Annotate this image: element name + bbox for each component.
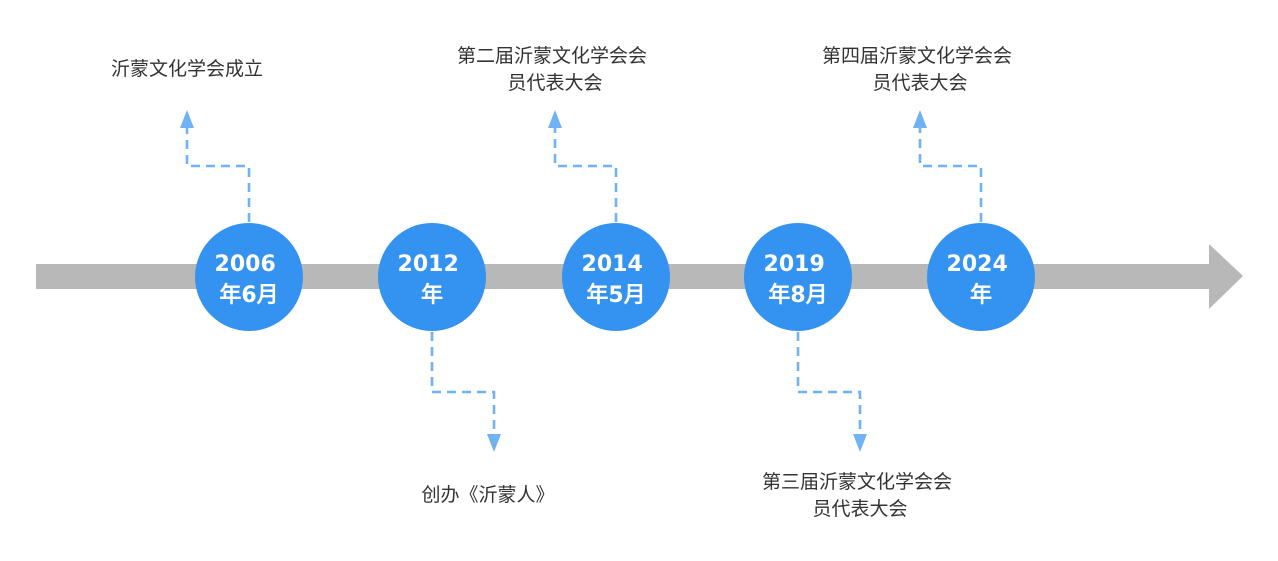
- connector-arrow: [853, 434, 867, 452]
- event-description: 第四届沂蒙文化学会会 员代表大会: [822, 45, 1018, 94]
- event-description: 第三届沂蒙文化学会会 员代表大会: [762, 471, 958, 520]
- date-label: 2006 年6月: [215, 252, 284, 308]
- event-description: 创办《沂蒙人》: [421, 484, 554, 506]
- timeline-event: 2024 年 第四届沂蒙文化学会会 员代表大会: [822, 45, 1035, 331]
- connector-line: [553, 126, 618, 222]
- event-description: 第二届沂蒙文化学会会 员代表大会: [457, 45, 653, 94]
- timeline-event: 2006 年6月 沂蒙文化学会成立: [111, 58, 303, 331]
- date-label: 2012 年: [398, 252, 467, 308]
- date-node: [562, 223, 670, 331]
- connector-line: [430, 332, 496, 434]
- timeline-event: 2019 年8月 第三届沂蒙文化学会会 员代表大会: [744, 223, 958, 520]
- date-label: 2024 年: [947, 252, 1016, 308]
- date-node: [927, 223, 1035, 331]
- connector-arrow: [180, 110, 194, 128]
- date-node: [378, 223, 486, 331]
- event-description: 沂蒙文化学会成立: [111, 58, 263, 80]
- connector-arrow: [548, 110, 562, 128]
- date-node: [744, 223, 852, 331]
- connector-arrow: [487, 434, 501, 452]
- connector-line: [796, 332, 862, 434]
- date-label: 2019 年8月: [764, 252, 833, 308]
- timeline-event: 2012 年 创办《沂蒙人》: [378, 223, 555, 506]
- timeline-event: 2014 年5月 第二届沂蒙文化学会会 员代表大会: [457, 45, 670, 331]
- connector-line: [918, 126, 983, 222]
- date-node: [195, 223, 303, 331]
- date-label: 2014 年5月: [582, 252, 651, 308]
- timeline-arrowhead: [1209, 244, 1243, 309]
- connector-arrow: [913, 110, 927, 128]
- connector-line: [185, 126, 251, 222]
